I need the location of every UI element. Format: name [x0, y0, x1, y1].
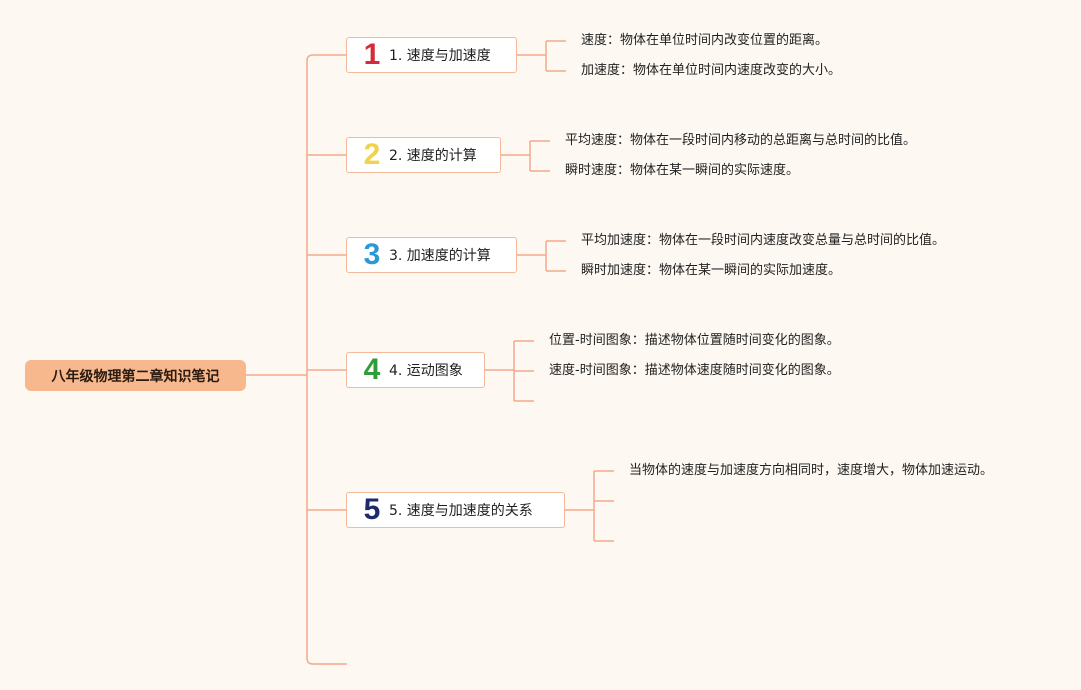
topic-title-5: 5. 速度与加速度的关系 — [389, 503, 533, 519]
topic-node-4[interactable]: 4 4. 运动图象 — [346, 352, 485, 388]
leaf-4-2[interactable]: 速度-时间图象：描述物体速度随时间变化的图象。 — [549, 363, 840, 378]
topic-node-1[interactable]: 1 1. 速度与加速度 — [346, 37, 517, 73]
topic-node-2[interactable]: 2 2. 速度的计算 — [346, 137, 501, 173]
leaf-3-2[interactable]: 瞬时加速度：物体在某一瞬间的实际加速度。 — [581, 263, 842, 278]
topic-title-3: 3. 加速度的计算 — [389, 248, 491, 264]
main-trunk-line — [306, 54, 347, 665]
leaf-1-1[interactable]: 速度：物体在单位时间内改变位置的距离。 — [581, 33, 829, 48]
leaf-4-1[interactable]: 位置-时间图象：描述物体位置随时间变化的图象。 — [549, 333, 840, 348]
number-1-icon: 1 — [363, 38, 381, 71]
leaf-1-2[interactable]: 加速度：物体在单位时间内速度改变的大小。 — [581, 63, 842, 78]
leaf-2-1[interactable]: 平均速度：物体在一段时间内移动的总距离与总时间的比值。 — [565, 133, 917, 148]
number-5-icon: 5 — [363, 493, 381, 526]
root-node[interactable]: 八年级物理第二章知识笔记 — [25, 360, 246, 391]
leaf-2-2[interactable]: 瞬时速度：物体在某一瞬间的实际速度。 — [565, 163, 800, 178]
topic-title-2: 2. 速度的计算 — [389, 148, 477, 164]
topic-title-4: 4. 运动图象 — [389, 363, 463, 379]
number-3-icon: 3 — [363, 238, 381, 271]
number-2-icon: 2 — [363, 138, 381, 171]
number-4-icon: 4 — [363, 353, 381, 386]
leaf-5-1[interactable]: 当物体的速度与加速度方向相同时，速度增大，物体加速运动。 — [629, 463, 994, 478]
leaf-3-1[interactable]: 平均加速度：物体在一段时间内速度改变总量与总时间的比值。 — [581, 233, 946, 248]
topic-title-1: 1. 速度与加速度 — [389, 48, 491, 64]
topic-node-5[interactable]: 5 5. 速度与加速度的关系 — [346, 492, 565, 528]
root-label: 八年级物理第二章知识笔记 — [51, 368, 220, 385]
topic-node-3[interactable]: 3 3. 加速度的计算 — [346, 237, 517, 273]
